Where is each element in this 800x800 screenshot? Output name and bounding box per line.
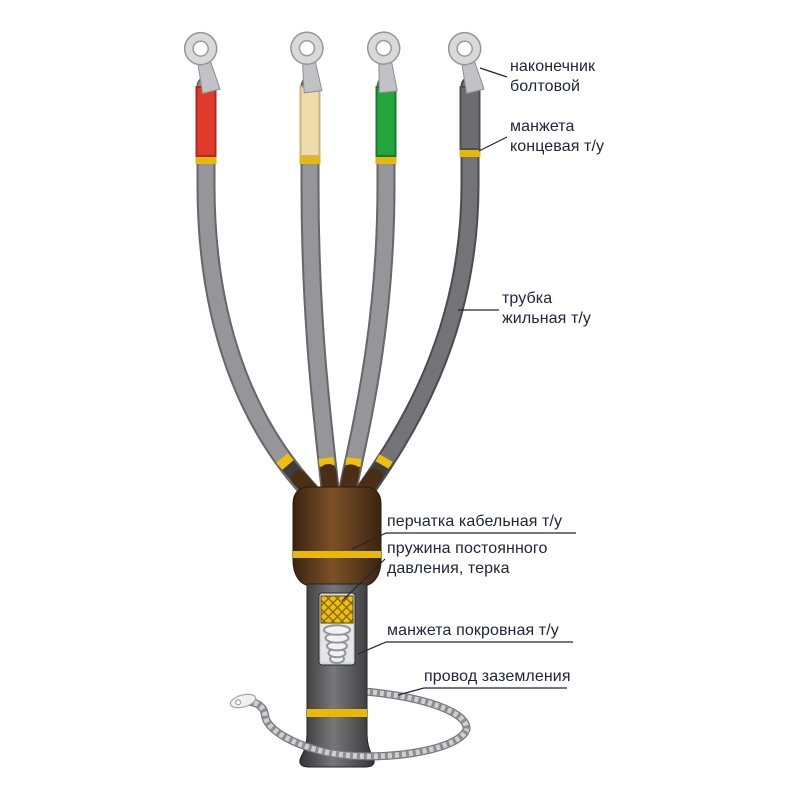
callout-bolt-lug-line2: болтовой bbox=[510, 78, 581, 95]
callout-core-tube: трубка жильная т/у bbox=[502, 289, 591, 329]
callout-cover-cuff-line1: манжета покровная т/у bbox=[387, 622, 559, 639]
callout-core-tube-line1: трубка bbox=[502, 290, 553, 307]
callout-spring-line1: пружина постоянного bbox=[387, 540, 548, 557]
bolt-lug-2 bbox=[290, 31, 324, 94]
end-sleeves bbox=[195, 86, 481, 164]
callout-spring-line2: давления, терка bbox=[387, 560, 510, 577]
callout-ground-wire: провод заземления bbox=[424, 667, 571, 687]
bolt-lug-1 bbox=[183, 31, 221, 95]
callout-spring: пружина постоянного давления, терка bbox=[387, 539, 548, 579]
bolt-lug-3 bbox=[366, 31, 401, 94]
callout-cable-glove: перчатка кабельная т/у bbox=[387, 512, 562, 532]
cable-glove bbox=[290, 464, 383, 587]
cover-sleeve-body bbox=[299, 583, 375, 768]
callout-cable-glove-line1: перчатка кабельная т/у bbox=[387, 513, 563, 530]
callout-ground-wire-line1: провод заземления bbox=[424, 668, 571, 685]
ground-wire-lug bbox=[229, 693, 257, 709]
bolt-lug-4 bbox=[447, 31, 485, 95]
callout-core-tube-line2: жильная т/у bbox=[502, 310, 592, 327]
callout-cover-cuff: манжета покровная т/у bbox=[387, 621, 559, 641]
ground-wire-rear bbox=[341, 686, 471, 733]
callout-end-cuff-line1: манжета bbox=[510, 118, 575, 135]
callout-bolt-lug: наконечник болтовой bbox=[510, 57, 595, 97]
callout-end-cuff-line2: концевая т/у bbox=[510, 138, 605, 155]
callout-end-cuff: манжета концевая т/у bbox=[510, 117, 604, 157]
pressure-spring-window bbox=[318, 592, 356, 666]
leader-lines bbox=[341, 67, 576, 696]
ground-wire bbox=[229, 693, 470, 761]
callout-bolt-lug-line1: наконечник bbox=[510, 58, 596, 75]
